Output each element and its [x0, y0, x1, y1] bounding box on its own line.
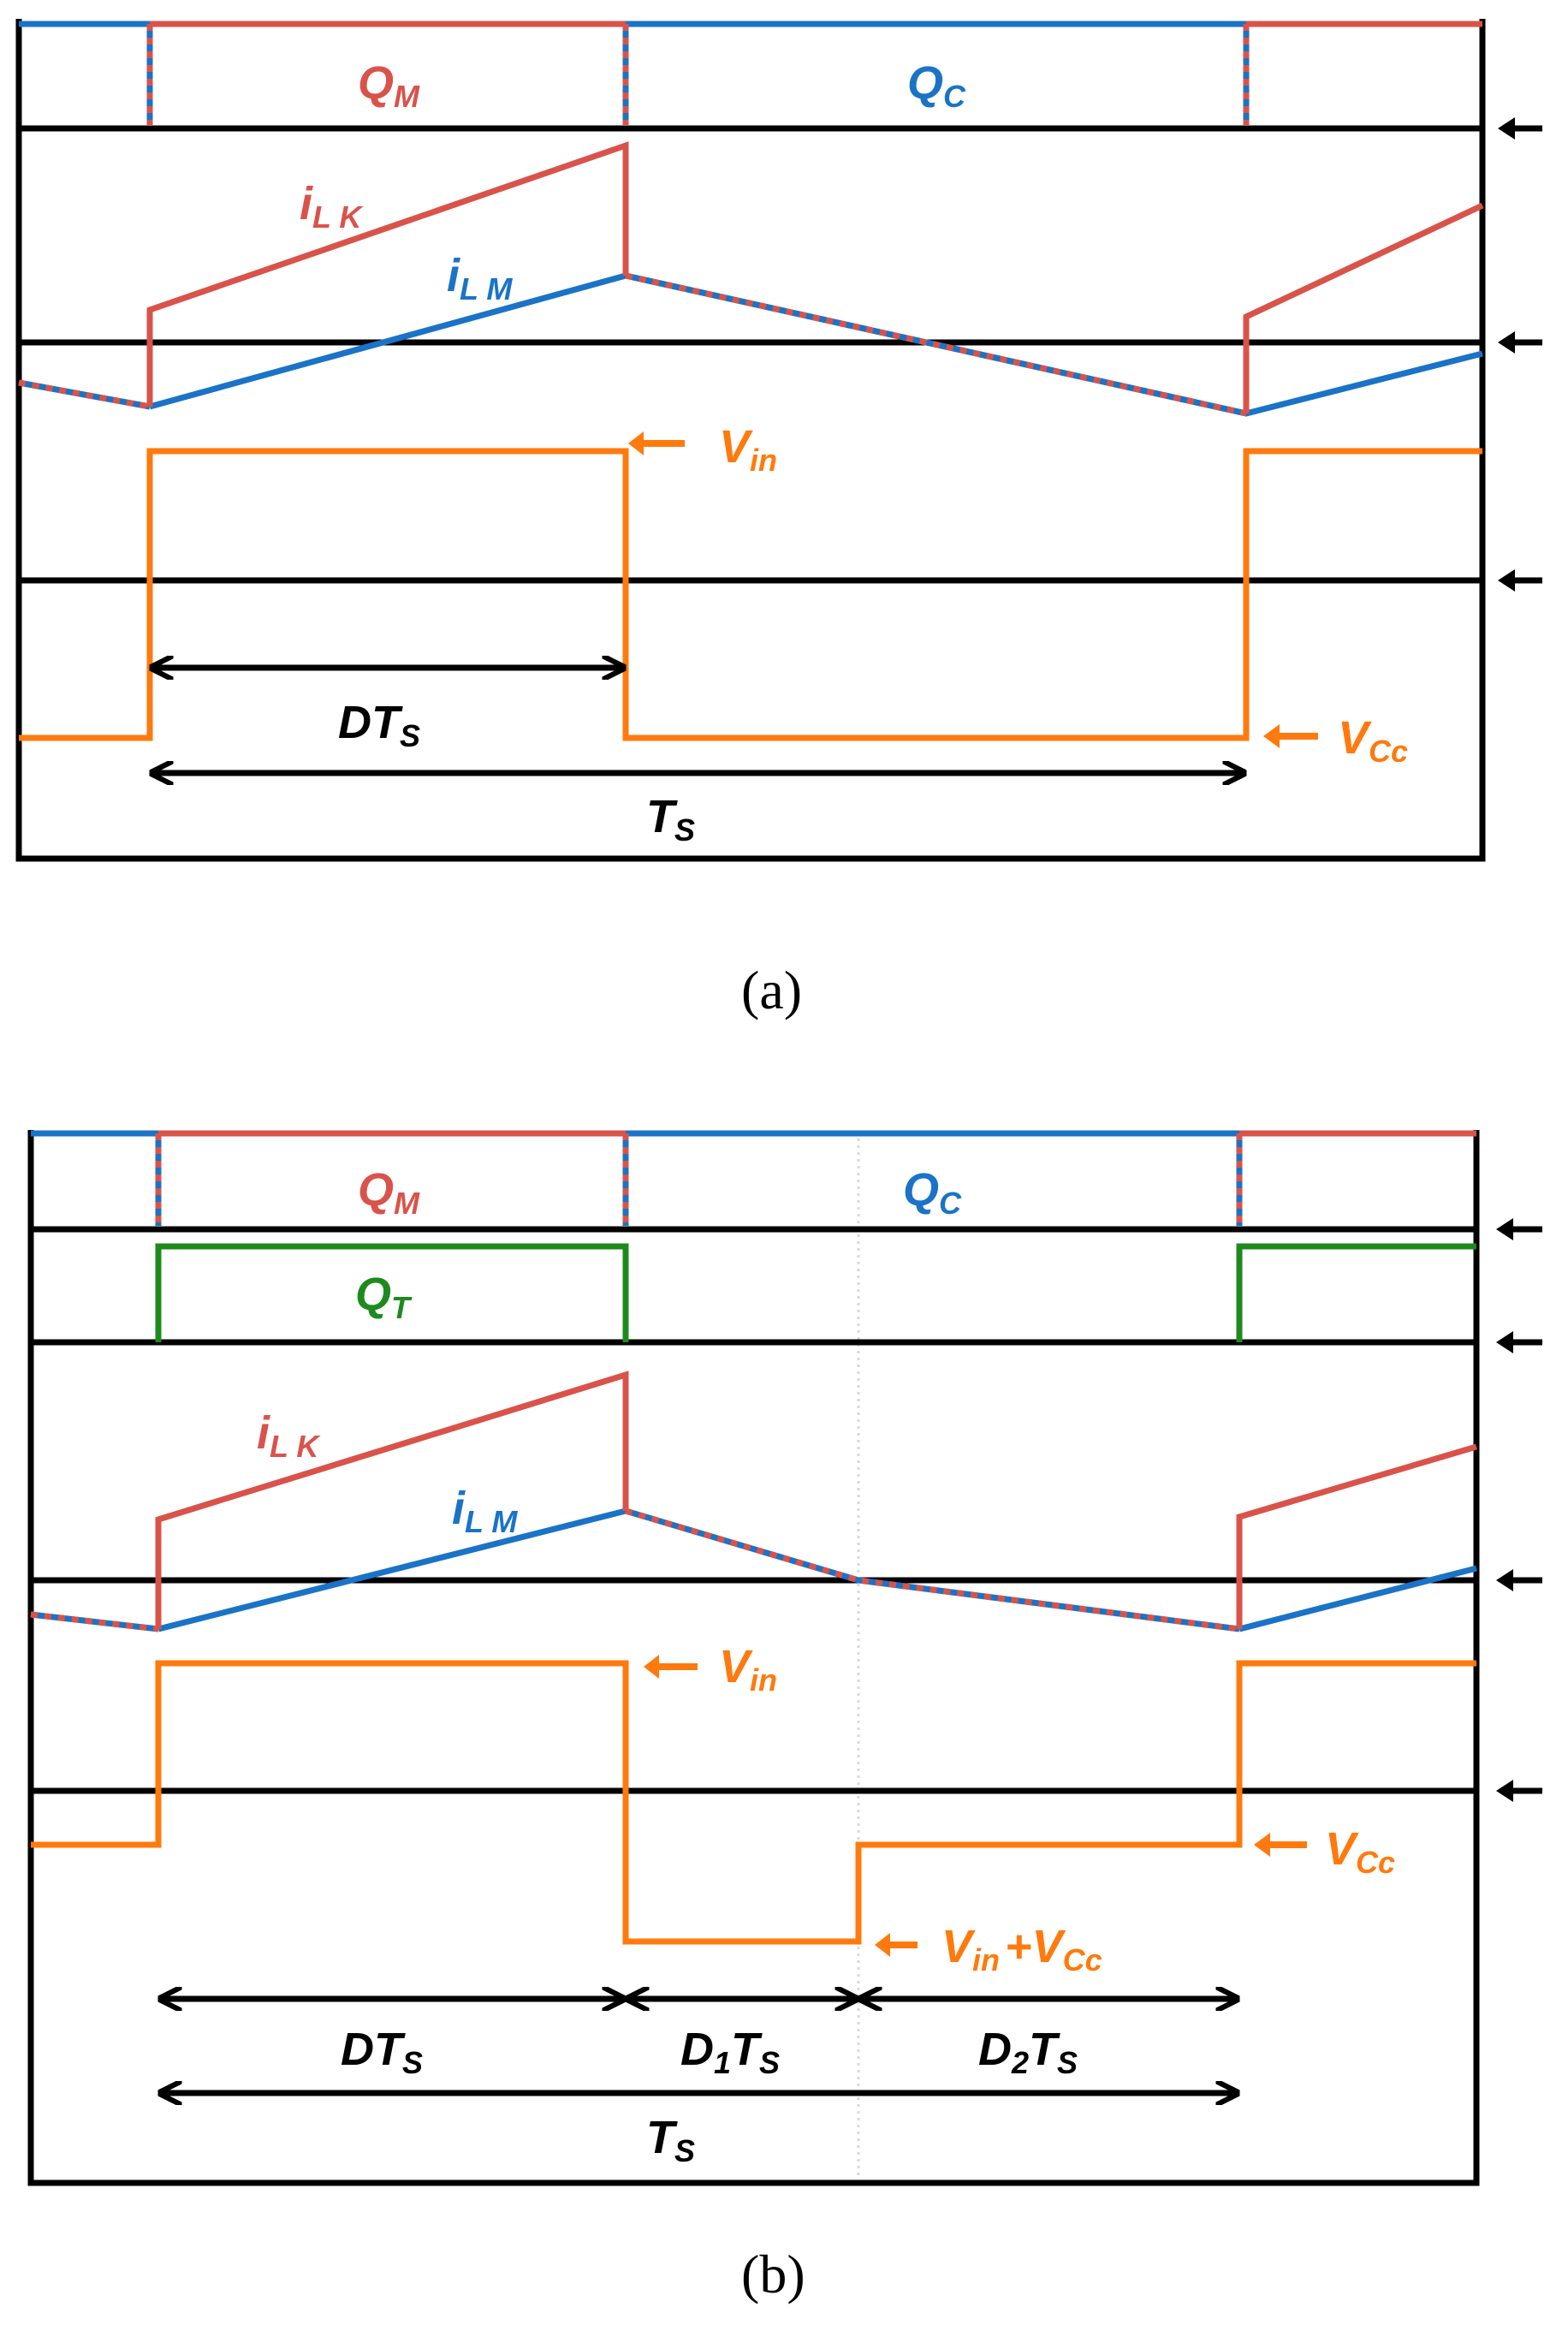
panel-b-vin-marker	[644, 1655, 698, 1679]
panel-b-side-arrows	[1496, 1218, 1542, 1802]
panel-a-ts-label: TS	[646, 791, 695, 847]
panel-a: QM QC iL K iL M Vin VCc DTS	[15, 19, 1542, 1020]
panel-b-vin-plus-vcc-label: Vin+VCc	[941, 1921, 1102, 1977]
panel-a-qc-label: QC	[907, 57, 966, 114]
panel-a-caption: (a)	[741, 960, 802, 1020]
panel-b-shared-segments	[30, 1507, 1240, 1632]
panel-a-ilk-label: iL K	[300, 178, 364, 235]
panel-a-frame	[15, 19, 1486, 862]
panel-b-vin-plus-vcc-marker	[875, 1933, 918, 1957]
panel-a-dts-label: DTS	[338, 697, 420, 753]
panel-b-vcc-marker	[1254, 1833, 1307, 1857]
panel-b-dts-label: DTS	[341, 2024, 423, 2080]
panel-b-ilk-label: iL K	[257, 1407, 321, 1464]
panel-a-ilk-trace-right	[1243, 202, 1484, 413]
panel-a-qm-label: QM	[358, 57, 420, 114]
panel-b-vcc-label: VCc	[1325, 1823, 1395, 1880]
panel-b-gate-edges	[155, 1133, 1243, 1226]
panel-b-d1ts-label: D1TS	[680, 2024, 780, 2080]
panel-b-vin-label: Vin	[719, 1641, 777, 1698]
panel-b-ilk-trace-right	[1236, 1443, 1477, 1629]
panel-b-qt-label: QT	[355, 1269, 413, 1325]
panel-b-qt-trace-right	[1236, 1243, 1476, 1342]
panel-b-frame	[27, 1130, 1480, 2186]
panel-b-qm-label: QM	[358, 1164, 420, 1221]
panel-a-ilk-trace	[146, 141, 629, 407]
panel-b-ilk-trace	[155, 1371, 629, 1629]
panel-b-voltage-trace	[31, 1660, 1476, 1945]
panel-b-qt-trace	[155, 1243, 629, 1342]
panel-a-side-arrows	[1498, 117, 1542, 592]
panel-a-voltage-trace	[19, 448, 1482, 741]
panel-b: QM QC QT iL K iL M Vin	[27, 1130, 1542, 2304]
panel-b-ilm-trace-right	[1238, 1565, 1477, 1632]
panel-a-vin-marker	[628, 431, 685, 455]
panel-b-ilm-label: iL M	[452, 1483, 518, 1539]
panel-a-vin-label: Vin	[719, 421, 777, 478]
panel-b-d2ts-label: D2TS	[978, 2024, 1078, 2080]
panel-a-gate-edges	[146, 24, 1250, 125]
panel-a-vcc-marker	[1263, 724, 1318, 748]
panel-b-caption: (b)	[741, 2244, 805, 2304]
panel-b-ts-label: TS	[646, 2112, 695, 2168]
panel-b-ilm-trace	[157, 1507, 627, 1632]
panel-a-vcc-label: VCc	[1338, 712, 1408, 769]
panel-a-ilm-label: iL M	[447, 250, 513, 306]
panel-b-qc-label: QC	[903, 1164, 962, 1221]
